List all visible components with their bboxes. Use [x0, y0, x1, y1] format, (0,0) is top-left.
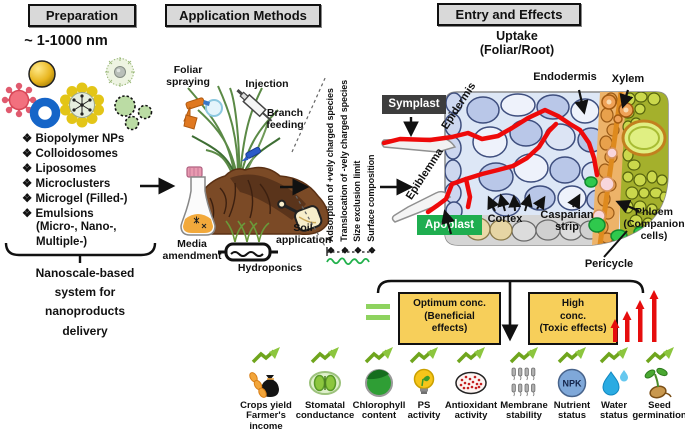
trend-up-icon	[557, 347, 586, 364]
entry-effects-header: Entry and Effects	[437, 3, 581, 26]
effect-stomatal: Stomatal conductance	[296, 346, 354, 432]
injection-label: Injection	[245, 78, 289, 90]
list-item: ❖ Emulsions	[22, 208, 94, 220]
trend-up-icon	[456, 347, 485, 364]
media-amendment-label: Media amendment	[162, 238, 222, 262]
effect-label: Chlorophyll content	[352, 400, 406, 422]
effect-label: Membrane stability	[500, 400, 548, 422]
antioxidant-cell-icon	[455, 371, 487, 395]
symplast-tag: Symplast	[382, 95, 446, 114]
effect-ps-activity: PS activity	[404, 346, 444, 432]
effect-seed: Seed germination	[632, 346, 685, 432]
foliar-spraying-label: Foliar spraying	[166, 64, 210, 88]
high-conc-box: High conc. (Toxic effects)	[528, 292, 618, 345]
size-range-label: ~ 1-1000 nm	[24, 33, 108, 49]
trend-up-icon	[251, 347, 280, 364]
list-item: (Micro-, Nano-,	[36, 221, 117, 233]
nanoscale-system-caption: Nanoscale-based system for nanoproducts …	[35, 266, 135, 338]
barrier-item: ❖ Size exclusion limit	[352, 160, 362, 254]
nanoparticle-icons	[1, 57, 153, 131]
list-item: ❖ Colloidosomes	[22, 148, 118, 160]
effect-label: Antioxidant activity	[444, 400, 498, 422]
uptake-label: Uptake (Foliar/Root)	[479, 29, 555, 57]
pericycle-label: Pericycle	[584, 258, 634, 270]
branch-feeder-icon	[241, 146, 262, 162]
stoma-icon	[309, 371, 341, 395]
application-methods-header: Application Methods	[165, 4, 321, 27]
virus-np-icon	[1, 82, 37, 118]
bulb-leaf-icon	[413, 368, 435, 394]
effect-label: Water status	[600, 400, 628, 422]
barrier-item: ❖ Translocation of -vely charged species	[338, 79, 349, 254]
barrier-item: ❖ Adsorption of +vely charged species	[325, 88, 335, 254]
xylem-label: Xylem	[611, 73, 645, 85]
trend-up-icon	[364, 347, 393, 364]
phloem-label: Phloem (Companion cells)	[623, 206, 685, 242]
effect-antioxidant: Antioxidant activity	[444, 346, 498, 432]
sprayer-icon	[183, 97, 223, 130]
seed-icon	[644, 367, 672, 399]
soil-application-label: Soil application	[276, 222, 332, 246]
trend-up-icon	[599, 347, 628, 364]
effect-label: PS activity	[407, 400, 441, 422]
dotted-np-cluster-icon	[114, 95, 153, 131]
membrane-icon	[511, 367, 536, 397]
water-drops-icon	[602, 370, 628, 396]
effect-nutrient: NPK Nutrient status	[550, 346, 594, 432]
list-item: ❖ Liposomes	[22, 163, 97, 175]
branch-feeding-label: Branch feeding	[266, 107, 304, 131]
hydroponics-tray-icon	[218, 220, 278, 262]
flask-icon	[180, 166, 216, 236]
effect-label: Stomatal conductance	[295, 400, 355, 422]
endodermis-label: Endodermis	[533, 71, 597, 83]
list-item: ❖ Microgel (Filled-)	[22, 193, 128, 205]
toxicity-rising-arrows	[610, 290, 659, 342]
effect-membrane: Membrane stability	[498, 346, 550, 432]
casparian-strip-label: Casparian strip	[540, 209, 594, 234]
root-hair-bottom	[391, 190, 452, 223]
cortex-label: Cortex	[487, 213, 523, 225]
crops-money-icon	[249, 372, 279, 398]
trend-up-icon	[645, 347, 674, 364]
barrier-item: ❖ Surface composition	[365, 154, 376, 254]
effect-label: Seed germination	[632, 400, 685, 422]
trend-up-icon	[509, 347, 538, 364]
effect-label: Crops yield Farmer's income	[240, 400, 292, 432]
dendrimer-np-icon	[60, 82, 104, 128]
optimum-conc-box: Optimum conc. (Beneficial effects)	[398, 292, 501, 345]
hydroponics-label: Hydroponics	[237, 262, 303, 274]
apoplast-tag: Apoplast	[417, 215, 482, 235]
effect-label: Nutrient status	[553, 400, 591, 422]
npk-icon: NPK	[557, 368, 587, 398]
symplast-apoplast-paths	[381, 107, 600, 215]
gold-nanosphere-icon	[28, 60, 56, 88]
trend-up-icon	[310, 347, 339, 364]
uptake-barrier-list: ❖ Adsorption of +vely charged species ❖ …	[324, 62, 378, 254]
trend-up-icon	[409, 347, 438, 364]
list-item: ❖ Biopolymer NPs	[22, 133, 125, 145]
effect-water: Water status	[594, 346, 634, 432]
npk-text: NPK	[562, 379, 582, 389]
hairy-np-icon	[105, 57, 135, 87]
equals-sign	[366, 304, 390, 320]
preparation-header: Preparation	[28, 4, 136, 27]
chlorophyll-icon	[365, 369, 393, 397]
effect-crops-yield: Crops yield Farmer's income	[236, 346, 296, 432]
blue-ring-np-icon	[29, 97, 61, 129]
list-item: Multiple-)	[36, 236, 88, 248]
list-item: ❖ Microclusters	[22, 178, 111, 190]
plant-effects-row: Crops yield Farmer's income Stomatal con…	[236, 346, 685, 432]
effect-chlorophyll: Chlorophyll content	[352, 346, 406, 432]
syringe-icon	[236, 89, 273, 122]
